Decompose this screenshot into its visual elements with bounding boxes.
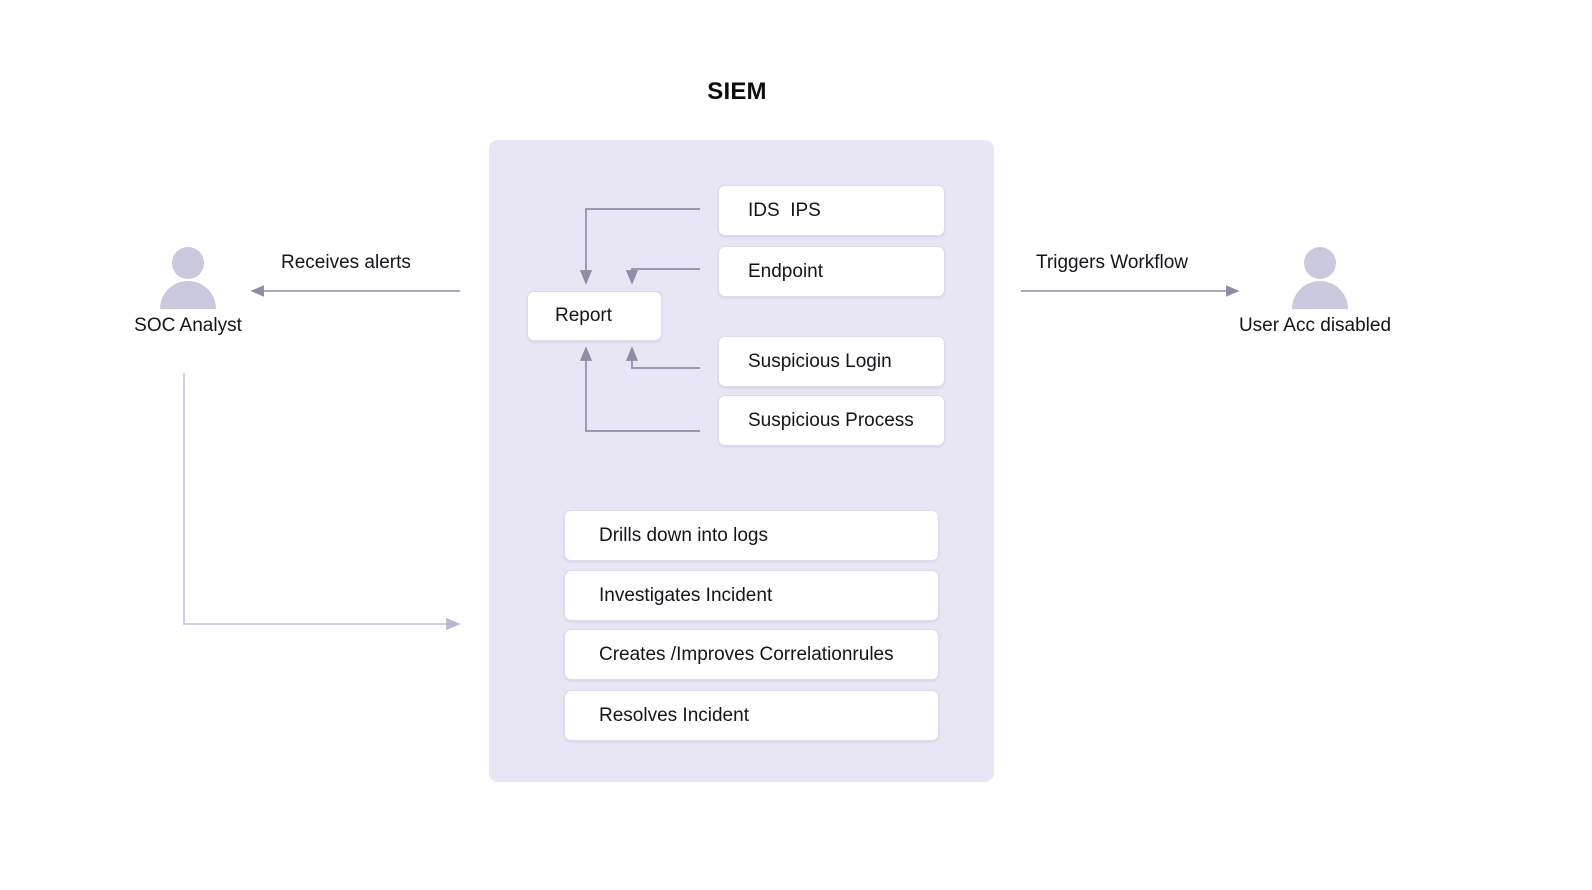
actor-soc-analyst-label: SOC Analyst (134, 315, 242, 336)
actor-user-acc-disabled: User Acc disabled (1230, 247, 1410, 337)
node-ids-ips[interactable]: IDS IPS (718, 185, 945, 236)
node-suspicious-process[interactable]: Suspicious Process (718, 395, 945, 446)
edge-label-triggers-workflow: Triggers Workflow (1036, 252, 1189, 273)
node-report-label: Report (555, 305, 613, 326)
siem-container (489, 140, 994, 782)
node-drills-down-into-logs[interactable]: Drills down into logs (564, 510, 939, 561)
page-title: SIEM (707, 78, 767, 105)
node-investigates-incident-label: Investigates Incident (599, 584, 773, 606)
node-endpoint[interactable]: Endpoint (718, 246, 945, 297)
person-icon-head (1304, 247, 1336, 279)
node-ids-ips-label: IDS IPS (748, 199, 821, 221)
node-resolves-incident[interactable]: Resolves Incident (564, 690, 939, 741)
person-icon (157, 247, 219, 309)
person-icon-body (1292, 281, 1348, 309)
node-suspicious-login-label: Suspicious Login (748, 350, 892, 372)
node-report[interactable]: Report (527, 291, 662, 341)
actor-user-acc-disabled-label: User Acc disabled (1238, 315, 1392, 336)
person-icon-head (172, 247, 204, 279)
node-resolves-incident-label: Resolves Incident (599, 704, 749, 726)
node-suspicious-process-label: Suspicious Process (748, 409, 914, 431)
edge-label-receives-alerts: Receives alerts (281, 252, 411, 273)
node-endpoint-label: Endpoint (748, 260, 824, 282)
node-creates-improves-correlation-rules[interactable]: Creates /Improves Correlationrules (564, 629, 939, 680)
person-icon-body (160, 281, 216, 309)
node-drills-down-into-logs-label: Drills down into logs (599, 524, 768, 546)
node-investigates-incident[interactable]: Investigates Incident (564, 570, 939, 621)
edge-analyst-to-actions (183, 373, 461, 631)
node-suspicious-login[interactable]: Suspicious Login (718, 336, 945, 387)
person-icon (1289, 247, 1351, 309)
actor-soc-analyst: SOC Analyst (98, 247, 278, 337)
node-creates-improves-correlation-rules-label: Creates /Improves Correlationrules (599, 643, 894, 665)
